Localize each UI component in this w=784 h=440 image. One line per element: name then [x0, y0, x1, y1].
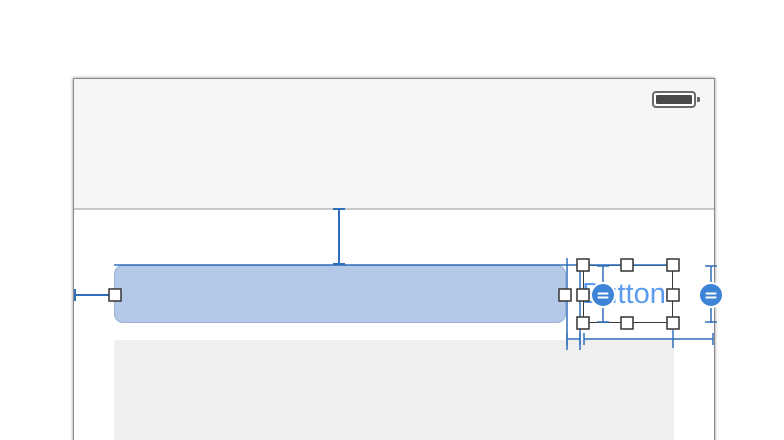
trailing-space-constraint[interactable]: [673, 333, 714, 345]
equal-height-badge-icon[interactable]: =: [698, 282, 724, 308]
button-handle-top-center[interactable]: [620, 258, 634, 272]
top-space-constraint[interactable]: [333, 208, 345, 265]
button-handle-bottom-left[interactable]: [576, 316, 590, 330]
horizontal-space-constraint[interactable]: [566, 258, 581, 350]
navigation-bar[interactable]: [74, 79, 714, 210]
button-handle-bottom-right[interactable]: [666, 316, 680, 330]
text-field[interactable]: [114, 265, 566, 323]
button-handle-top-right[interactable]: [666, 258, 680, 272]
equal-width-badge-glyph: =: [596, 286, 610, 306]
battery-full-icon: [652, 91, 700, 108]
leading-space-constraint[interactable]: [74, 289, 114, 301]
table-view[interactable]: [114, 340, 674, 440]
button-handle-bottom-center[interactable]: [620, 316, 634, 330]
button-handle-top-left[interactable]: [576, 258, 590, 272]
equal-height-badge-glyph: =: [704, 286, 718, 306]
text-field-left-handle[interactable]: [108, 288, 122, 302]
button-handle-middle-left[interactable]: [576, 288, 590, 302]
button-handle-middle-right[interactable]: [666, 288, 680, 302]
text-field-right-handle[interactable]: [558, 288, 572, 302]
equal-width-badge-icon[interactable]: =: [590, 282, 616, 308]
